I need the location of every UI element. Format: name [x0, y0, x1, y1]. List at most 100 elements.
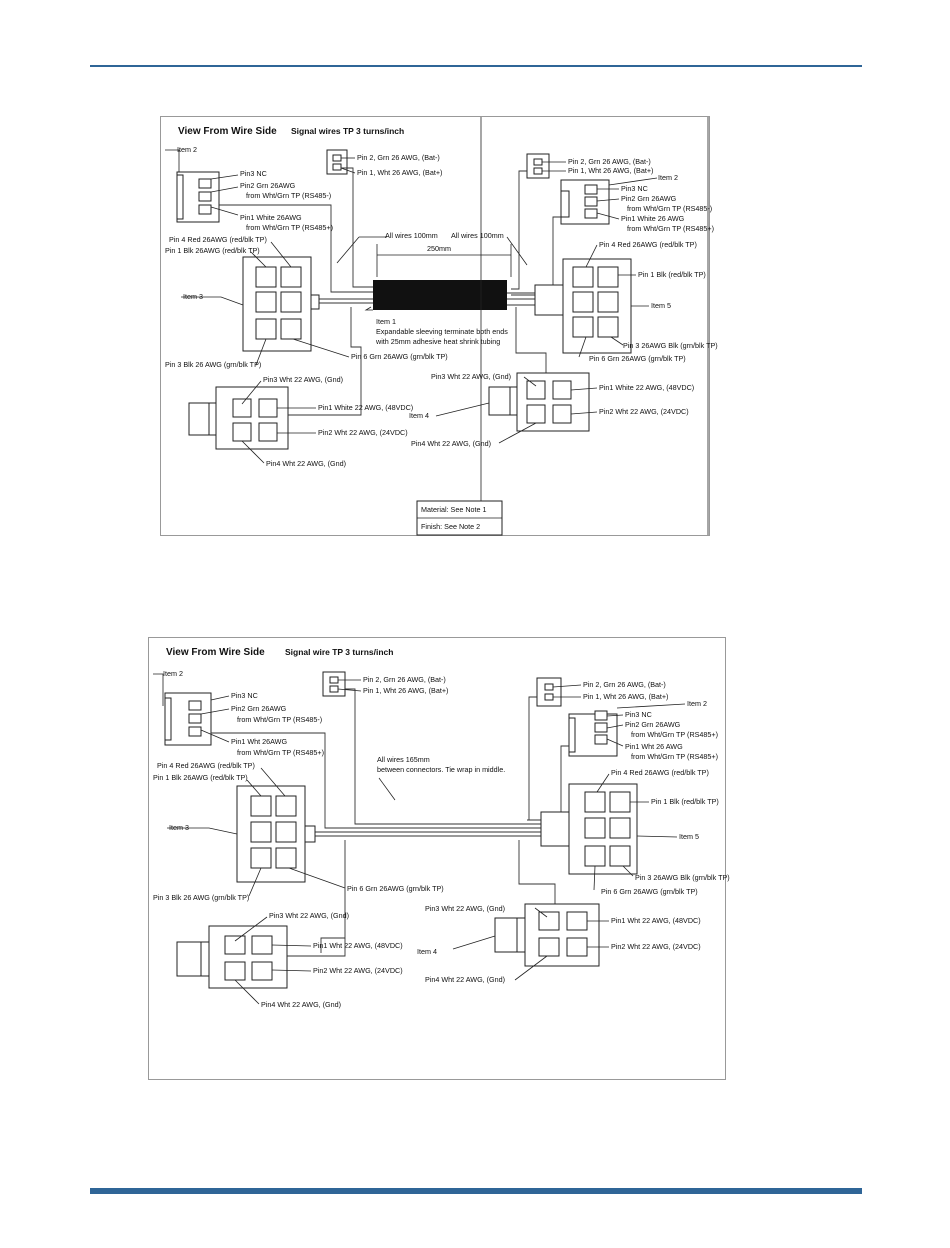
wiring-diagram-1-svg: View From Wire Side Signal wires TP 3 tu… — [165, 117, 718, 536]
battery-connector-right — [526, 153, 550, 179]
label-br-pin3: Pin3 Wht 22 AWG, (Gnd) — [425, 904, 505, 913]
label-br-pin1: Pin1 Wht 22 AWG, (48VDC) — [611, 916, 701, 925]
item3-connector — [236, 785, 316, 883]
item2-right-connector — [560, 179, 610, 225]
label-l-pin1: Pin1 White 26AWG — [240, 213, 302, 222]
label-bat-top-pin2: Pin 2, Grn 26 AWG, (Bat-) — [357, 153, 440, 162]
label-r-pin3: Pin3 NC — [625, 710, 652, 719]
label-l-pin1-sub: from Wht/Grn TP (RS485+) — [246, 223, 333, 232]
item2-left-connector — [176, 171, 220, 223]
label-i3-pin3: Pin 3 Blk 26 AWG (grn/blk TP) — [153, 893, 249, 902]
label-b-pin2: Pin2 Wht 22 AWG, (24VDC) — [318, 428, 408, 437]
label-i5-pin4: Pin 4 Red 26AWG (red/blk TP) — [599, 240, 697, 249]
label-l-pin2-sub: from Wht/Grn TP (RS485-) — [237, 715, 322, 724]
title-block — [416, 117, 503, 536]
label-r-pin1-sub: from Wht/Grn TP (RS485+) — [627, 224, 714, 233]
label-material: Material: See Note 1 — [421, 505, 487, 514]
label-l-pin3: Pin3 NC — [240, 169, 267, 178]
label-i3-pin4: Pin 4 Red 26AWG (red/blk TP) — [169, 235, 267, 244]
diagram-title: View From Wire Side — [166, 647, 265, 658]
label-r-pin1: Pin1 Wht 26 AWG — [625, 742, 683, 751]
label-i3-pin3: Pin 3 Blk 26 AWG (grn/blk TP) — [165, 360, 261, 369]
label-l-pin1: Pin1 Wht 26AWG — [231, 737, 287, 746]
label-br-pin4: Pin4 Wht 22 AWG, (Gnd) — [425, 975, 505, 984]
label-all-wires-left: All wires 100mm — [385, 231, 438, 240]
label-bat-top-pin1: Pin 1, Wht 26 AWG, (Bat+) — [357, 168, 442, 177]
label-b-pin4: Pin4 Wht 22 AWG, (Gnd) — [266, 459, 346, 468]
label-r-pin2-sub: from Wht/Grn TP (RS485+) — [631, 730, 718, 739]
label-i3-pin6: Pin 6 Grn 26AWG (grn/blk TP) — [351, 352, 448, 361]
label-all-wires-2: between connectors. Tie wrap in middle. — [377, 765, 505, 774]
label-br-pin2: Pin2 Wht 22 AWG, (24VDC) — [599, 407, 689, 416]
label-l-pin2: Pin2 Grn 26AWG — [240, 181, 296, 190]
label-item4: Item 4 — [417, 947, 437, 956]
item2-right-connector — [568, 710, 618, 757]
label-bat-top-pin1: Pin 1, Wht 26 AWG, (Bat+) — [363, 686, 448, 695]
label-i5-pin1: Pin 1 Blk (red/blk TP) — [651, 797, 719, 806]
label-b-pin3: Pin3 Wht 22 AWG, (Gnd) — [269, 911, 349, 920]
label-i5-pin6: Pin 6 Grn 26AWG (grn/blk TP) — [601, 887, 698, 896]
item5-connector — [540, 783, 638, 875]
wiring-diagram-2: View From Wire Side Signal wire TP 3 tur… — [148, 637, 730, 1080]
label-i3-pin1: Pin 1 Blk 26AWG (red/blk TP) — [153, 773, 248, 782]
label-item3: Item 3 — [183, 292, 203, 301]
power-connector-bottom-left — [188, 386, 289, 450]
label-bat-top-pin2: Pin 2, Grn 26 AWG, (Bat-) — [363, 675, 446, 684]
item3-connector — [242, 256, 320, 352]
battery-connector-right — [536, 677, 562, 707]
label-i3-pin4: Pin 4 Red 26AWG (red/blk TP) — [157, 761, 255, 770]
label-b-pin3: Pin3 Wht 22 AWG, (Gnd) — [263, 375, 343, 384]
label-all-wires-1: All wires 165mm — [377, 755, 430, 764]
label-sleeve-2: with 25mm adhesive heat shrink tubing — [375, 337, 500, 346]
label-b-pin2: Pin2 Wht 22 AWG, (24VDC) — [313, 966, 403, 975]
item2-left-connector — [164, 692, 212, 746]
label-item4: Item 4 — [409, 411, 429, 420]
label-item2-right: Item 2 — [687, 699, 707, 708]
battery-connector-top — [326, 149, 348, 175]
label-l-pin2-sub: from Wht/Grn TP (RS485-) — [246, 191, 331, 200]
label-bat-right-pin2: Pin 2, Grn 26 AWG, (Bat-) — [568, 157, 651, 166]
label-item5: Item 5 — [679, 832, 699, 841]
label-item5: Item 5 — [651, 301, 671, 310]
label-item1: Item 1 — [376, 317, 396, 326]
label-r-pin2: Pin2 Grn 26AWG — [621, 194, 677, 203]
diagram-subtitle: Signal wires TP 3 turns/inch — [291, 126, 404, 136]
label-r-pin1-sub: from Wht/Grn TP (RS485+) — [631, 752, 718, 761]
label-all-wires-right: All wires 100mm — [451, 231, 504, 240]
label-b-pin1: Pin1 Wht 22 AWG, (48VDC) — [313, 941, 403, 950]
label-i3-pin1: Pin 1 Blk 26AWG (red/blk TP) — [165, 246, 260, 255]
label-br-pin2: Pin2 Wht 22 AWG, (24VDC) — [611, 942, 701, 951]
label-bat-right-pin1: Pin 1, Wht 26 AWG, (Bat+) — [568, 166, 653, 175]
label-bat-right-pin1: Pin 1, Wht 26 AWG, (Bat+) — [583, 692, 668, 701]
label-br-pin3: Pin3 Wht 22 AWG, (Gnd) — [431, 372, 511, 381]
label-br-pin4: Pin4 Wht 22 AWG, (Gnd) — [411, 439, 491, 448]
label-finish: Finish: See Note 2 — [421, 522, 480, 531]
diagram-subtitle: Signal wire TP 3 turns/inch — [285, 647, 393, 657]
label-b-pin1: Pin1 White 22 AWG, (48VDC) — [318, 403, 413, 412]
label-i5-pin4: Pin 4 Red 26AWG (red/blk TP) — [611, 768, 709, 777]
label-item2-right: Item 2 — [658, 173, 678, 182]
label-item2-left: Item 2 — [177, 145, 197, 154]
label-r-pin3: Pin3 NC — [621, 184, 648, 193]
label-item3: Item 3 — [169, 823, 189, 832]
label-r-pin2-sub: from Wht/Grn TP (RS485-) — [627, 204, 712, 213]
label-br-pin1: Pin1 White 22 AWG, (48VDC) — [599, 383, 694, 392]
label-item2-left: Item 2 — [163, 669, 183, 678]
label-r-pin2: Pin2 Grn 26AWG — [625, 720, 681, 729]
label-r-pin1: Pin1 White 26 AWG — [621, 214, 685, 223]
label-i5-pin6: Pin 6 Grn 26AWG (grn/blk TP) — [589, 354, 686, 363]
header-rule — [90, 65, 862, 67]
label-i5-pin3: Pin 3 26AWG Blk (grn/blk TP) — [635, 873, 730, 882]
label-l-pin1-sub: from Wht/Grn TP (RS485+) — [237, 748, 324, 757]
label-dim-250mm: 250mm — [427, 244, 451, 253]
label-i3-pin6: Pin 6 Grn 26AWG (grn/blk TP) — [347, 884, 444, 893]
label-i5-pin1: Pin 1 Blk (red/blk TP) — [638, 270, 706, 279]
wiring-diagram-2-svg: View From Wire Side Signal wire TP 3 tur… — [153, 647, 730, 1009]
label-sleeve-1: Expandable sleeving terminate both ends — [376, 327, 508, 336]
label-i5-pin3: Pin 3 26AWG Blk (grn/blk TP) — [623, 341, 718, 350]
diagram-title: View From Wire Side — [178, 126, 277, 137]
power-connector-bottom-left — [176, 925, 288, 989]
expandable-sleeving — [373, 280, 507, 310]
item4-connector — [494, 903, 600, 967]
item5-connector — [534, 258, 632, 354]
